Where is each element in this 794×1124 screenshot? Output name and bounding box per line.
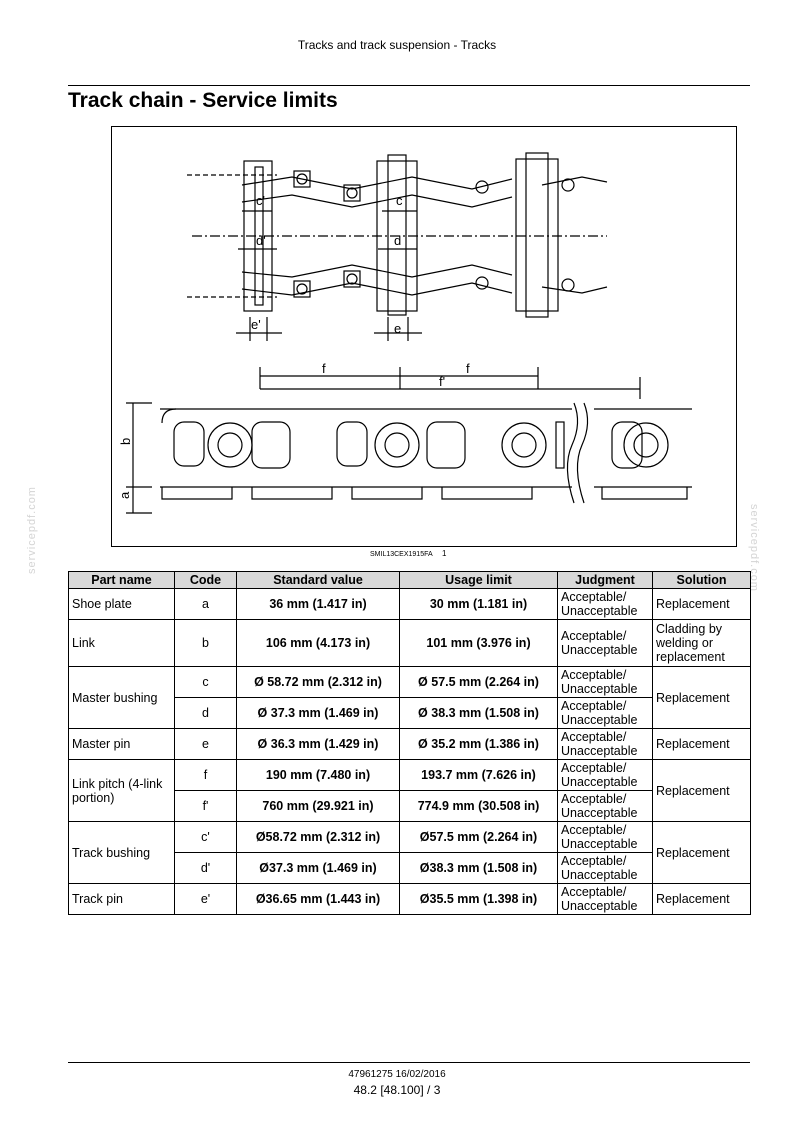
label-a: a [117,491,132,499]
running-header: Tracks and track suspension - Tracks [297,38,497,52]
table-row: Master bushing c Ø 58.72 mm (2.312 in) Ø… [68,666,751,729]
label-f-2: f [466,361,470,376]
cell-standard-value: Ø58.72 mm (2.312 in) [236,821,400,853]
table-row: Link pitch (4-link portion) f 190 mm (7.… [68,759,751,822]
cell-solution: Replacement [652,728,751,760]
footer-rule [68,1062,750,1063]
table-row: Track bushing c' Ø58.72 mm (2.312 in) Ø5… [68,821,751,884]
header-judgment: Judgment [557,571,653,589]
cell-solution: Cladding by welding or replacement [652,619,751,667]
header-standard-value: Standard value [236,571,400,589]
label-d: d [394,233,401,248]
header-part-name: Part name [68,571,175,589]
header-code: Code [174,571,237,589]
cell-judgment: Acceptable/ Unacceptable [557,821,653,853]
cell-judgment: Acceptable/ Unacceptable [557,759,653,791]
cell-code: c [174,666,237,698]
cell-solution: Replacement [652,759,751,822]
label-c-prime: c' [256,193,265,208]
cell-part: Track bushing [68,821,175,884]
footer-doc-code: 47961275 16/02/2016 [348,1069,446,1080]
cell-usage-limit: 101 mm (3.976 in) [399,619,558,667]
table-row: Link b 106 mm (4.173 in) 101 mm (3.976 i… [68,619,751,667]
figure-caption-code: SMIL13CEX1915FA [370,551,433,558]
cell-solution: Replacement [652,821,751,884]
cell-usage-limit: Ø57.5 mm (2.264 in) [399,821,558,853]
table-header-row: Part name Code Standard value Usage limi… [68,571,751,589]
table-row: f' 760 mm (29.921 in) 774.9 mm (30.508 i… [69,790,751,822]
cell-judgment: Acceptable/ Unacceptable [557,588,653,620]
cell-solution: Replacement [652,588,751,620]
cell-standard-value: 190 mm (7.480 in) [236,759,400,791]
label-f-prime: f' [439,374,445,389]
cell-code: c' [174,821,237,853]
cell-code: e [174,728,237,760]
cell-code: b [174,619,237,667]
cell-standard-value: Ø 36.3 mm (1.429 in) [236,728,400,760]
table-row: Master pin e Ø 36.3 mm (1.429 in) Ø 35.2… [68,728,751,760]
cell-usage-limit: 193.7 mm (7.626 in) [399,759,558,791]
cell-solution: Replacement [652,883,751,915]
cell-standard-value: 106 mm (4.173 in) [236,619,400,667]
cell-judgment: Acceptable/ Unacceptable [557,790,653,822]
cell-standard-value: Ø36.65 mm (1.443 in) [236,883,400,915]
label-b: b [118,438,133,445]
track-chain-diagram: c' c d' d e' e [111,126,737,547]
header-solution: Solution [652,571,751,589]
header-rule [68,85,750,86]
cell-part: Track pin [68,883,175,915]
table-row: d Ø 37.3 mm (1.469 in) Ø 38.3 mm (1.508 … [69,697,751,729]
table-row: Shoe plate a 36 mm (1.417 in) 30 mm (1.1… [68,588,751,620]
watermark-left: servicepdf.com [26,486,38,574]
cell-usage-limit: Ø 57.5 mm (2.264 in) [399,666,558,698]
cell-code: d [174,697,237,729]
cell-code: a [174,588,237,620]
cell-usage-limit: Ø 38.3 mm (1.508 in) [399,697,558,729]
cell-code: e' [174,883,237,915]
cell-usage-limit: 30 mm (1.181 in) [399,588,558,620]
cell-judgment: Acceptable/ Unacceptable [557,728,653,760]
label-e: e [394,321,401,336]
cell-part: Link [68,619,175,667]
label-e-prime: e' [251,317,261,332]
footer-page-number: 48.2 [48.100] / 3 [353,1083,441,1097]
cell-judgment: Acceptable/ Unacceptable [557,697,653,729]
cell-usage-limit: 774.9 mm (30.508 in) [399,790,558,822]
cell-part: Master bushing [68,666,175,729]
cell-usage-limit: Ø 35.2 mm (1.386 in) [399,728,558,760]
cell-part: Link pitch (4-link portion) [68,759,175,822]
cell-usage-limit: Ø35.5 mm (1.398 in) [399,883,558,915]
service-limits-table: Part name Code Standard value Usage limi… [68,571,751,915]
cell-part: Shoe plate [68,588,175,620]
cell-code: f [174,759,237,791]
cell-standard-value: 36 mm (1.417 in) [236,588,400,620]
cell-judgment: Acceptable/ Unacceptable [557,852,653,884]
cell-code: f' [174,790,237,822]
cell-judgment: Acceptable/ Unacceptable [557,619,653,667]
header-usage-limit: Usage limit [399,571,558,589]
label-c: c [396,193,403,208]
cell-standard-value: 760 mm (29.921 in) [236,790,400,822]
cell-code: d' [174,852,237,884]
diagram-svg: c' c d' d e' e [117,152,692,514]
cell-solution: Replacement [652,666,751,729]
cell-judgment: Acceptable/ Unacceptable [557,883,653,915]
cell-part: Master pin [68,728,175,760]
label-f-1: f [322,361,326,376]
figure-number: 1 [442,549,447,558]
cell-standard-value: Ø 37.3 mm (1.469 in) [236,697,400,729]
label-d-prime: d' [256,233,266,248]
page-title: Track chain - Service limits [68,89,338,112]
cell-standard-value: Ø37.3 mm (1.469 in) [236,852,400,884]
cell-judgment: Acceptable/ Unacceptable [557,666,653,698]
cell-standard-value: Ø 58.72 mm (2.312 in) [236,666,400,698]
cell-usage-limit: Ø38.3 mm (1.508 in) [399,852,558,884]
table-row: Track pin e' Ø36.65 mm (1.443 in) Ø35.5 … [68,883,751,915]
